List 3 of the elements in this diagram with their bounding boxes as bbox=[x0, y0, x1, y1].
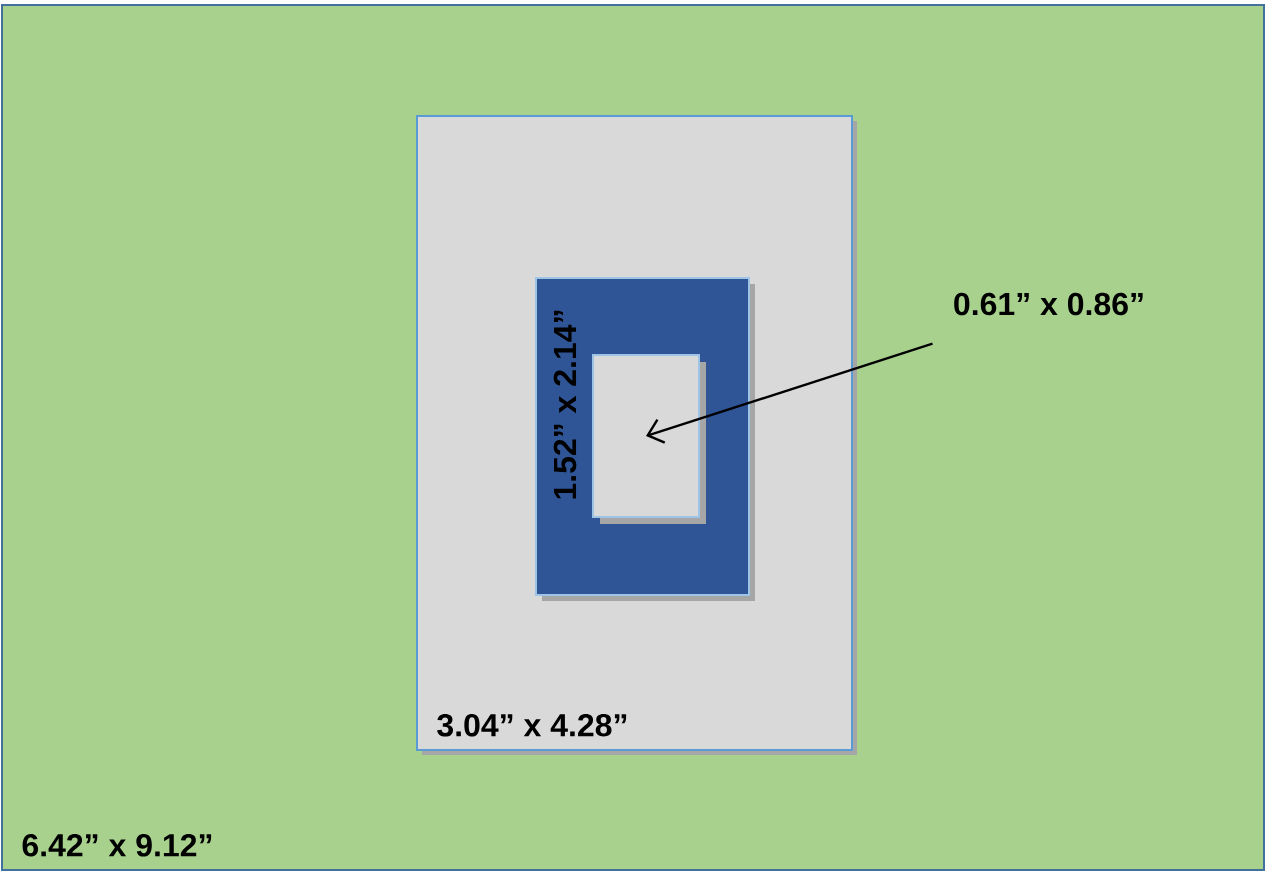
inner-rectangle bbox=[592, 354, 706, 524]
dimension-label: 0.61” x 0.86” bbox=[954, 292, 1143, 316]
leader-line bbox=[646, 342, 933, 444]
